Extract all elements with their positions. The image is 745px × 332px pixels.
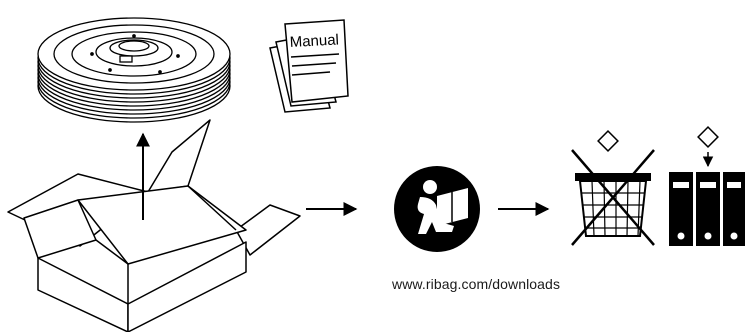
downloads-url[interactable]: www.ribag.com/downloads: [392, 276, 561, 292]
open-box-icon: [7, 119, 301, 332]
no-disposal-bin-icon: [571, 130, 655, 246]
disc-lamp-icon: [37, 17, 231, 123]
read-instructions-icon: [394, 166, 480, 252]
manual-label: Manual: [289, 31, 339, 51]
archive-binders-icon: [669, 126, 745, 246]
manual-document-icon: Manual: [269, 19, 349, 113]
